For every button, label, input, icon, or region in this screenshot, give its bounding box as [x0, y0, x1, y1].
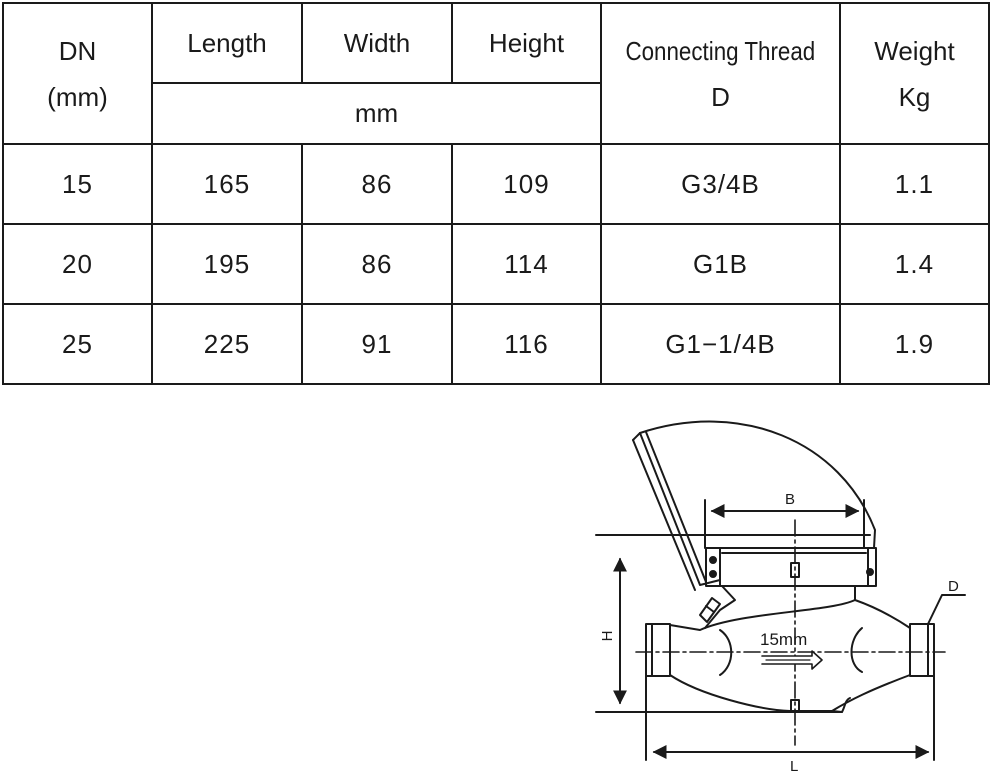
header-dn-label: DN	[58, 35, 97, 66]
table-row: 25 225 91 116 G1−1/4B 1.9	[2, 303, 990, 385]
label-b: B	[785, 491, 795, 508]
header-connecting-thread: Connecting Thread D	[600, 2, 841, 145]
header-thread-symbol: D	[711, 81, 730, 112]
header-unit-mm: mm	[151, 82, 602, 145]
cell-dn: 20	[2, 223, 153, 305]
cell-thread: G3/4B	[600, 143, 841, 225]
label-flow: 15mm	[760, 630, 807, 649]
label-d: D	[948, 578, 959, 595]
cell-height: 116	[451, 303, 602, 385]
header-weight: Weight Kg	[839, 2, 990, 145]
cell-width: 86	[301, 143, 453, 225]
outlet-flange	[909, 623, 935, 677]
cell-weight: 1.4	[839, 223, 990, 305]
meter-body	[669, 585, 911, 713]
cell-dn: 15	[2, 143, 153, 225]
header-weight-unit: Kg	[898, 81, 931, 112]
header-width: Width	[301, 2, 453, 84]
cell-thread: G1B	[600, 223, 841, 305]
register-box	[705, 547, 877, 587]
cell-length: 195	[151, 223, 303, 305]
cell-width: 91	[301, 303, 453, 385]
table-row: 20 195 86 114 G1B 1.4	[2, 223, 990, 305]
header-weight-label: Weight	[874, 35, 955, 66]
cell-dn: 25	[2, 303, 153, 385]
label-h: H	[599, 631, 616, 642]
table-row: 15 165 86 109 G3/4B 1.1	[2, 143, 990, 225]
header-length: Length	[151, 2, 303, 84]
spec-table: DN (mm) Length Width Height Connecting T…	[2, 2, 990, 385]
dimension-d-leader	[927, 594, 966, 625]
cell-weight: 1.1	[839, 143, 990, 225]
cell-weight: 1.9	[839, 303, 990, 385]
header-dn: DN (mm)	[2, 2, 153, 145]
cell-length: 165	[151, 143, 303, 225]
water-meter-drawing: B H L D 15mm	[595, 420, 966, 773]
cell-height: 109	[451, 143, 602, 225]
header-thread-label: Connecting Thread	[625, 35, 816, 66]
cell-width: 86	[301, 223, 453, 305]
inlet-flange	[645, 623, 671, 677]
meter-lid	[632, 420, 876, 591]
header-height: Height	[451, 2, 602, 84]
cell-length: 225	[151, 303, 303, 385]
label-l: L	[790, 758, 798, 773]
cell-thread: G1−1/4B	[600, 303, 841, 385]
cell-height: 114	[451, 223, 602, 305]
header-dn-unit: (mm)	[47, 81, 108, 112]
